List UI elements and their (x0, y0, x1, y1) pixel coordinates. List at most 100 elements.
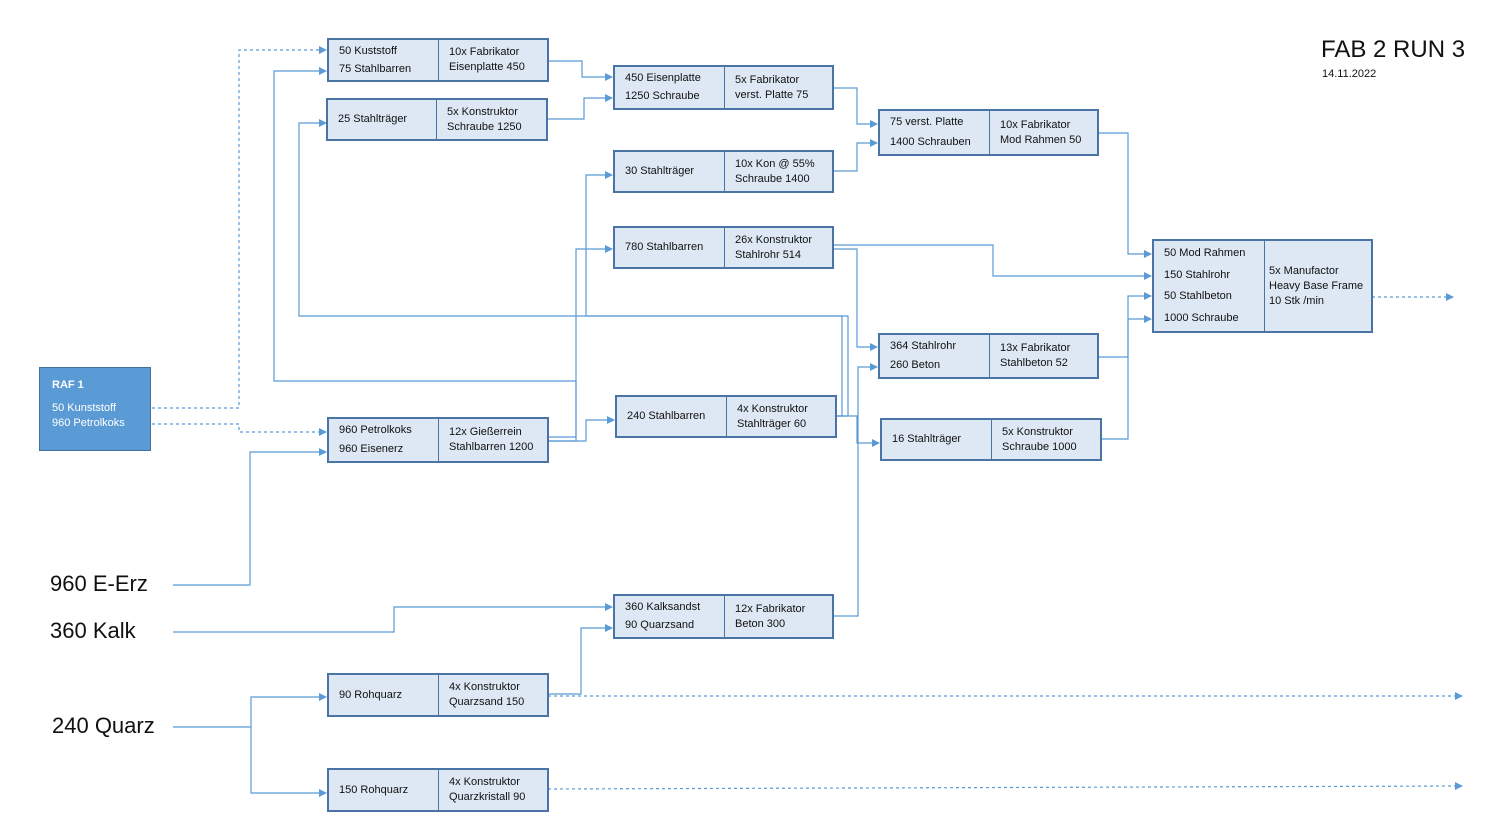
input-label: 90 Rohquarz (339, 688, 402, 701)
node-inputs: 50 Kuststoff 75 Stahlbarren (329, 40, 439, 80)
node-process: 4x Konstruktor Stahlträger 60 (727, 397, 814, 436)
process-label: Eisenplatte 450 (449, 61, 525, 73)
wire-quarz-to-quarzsand (173, 693, 327, 728)
wire-eisenplatte-out (548, 60, 613, 81)
process-label: Schraube 1000 (1002, 440, 1077, 453)
input-label: 1400 Schrauben (890, 135, 971, 148)
wire-stahltraeger-to-schraube1400 (585, 171, 843, 417)
wire-schraube1400-out (833, 139, 878, 172)
wire-mod-rahmen-out (1098, 132, 1152, 258)
wire-kalk-to-beton (173, 603, 613, 633)
input-label: 150 Rohquarz (339, 783, 409, 796)
process-label: 12x Fabrikator (735, 602, 806, 615)
input-label: 50 Stahlbeton (1164, 290, 1232, 303)
input-label: 1250 Schraube (625, 90, 700, 103)
wire-beton-out (833, 363, 878, 617)
node-schraube1400-konstruktor: 30 Stahlträger 10x Kon @ 55% Schraube 14… (613, 150, 834, 193)
node-inputs: 150 Rohquarz (329, 770, 439, 810)
node-giesserei: 960 Petrolkoks 960 Eisenerz 12x Gießerre… (327, 417, 549, 463)
node-quarzsand-konstruktor: 90 Rohquarz 4x Konstruktor Quarzsand 150 (327, 673, 549, 717)
source-kalk: 360 Kalk (50, 618, 136, 643)
node-inputs: 360 Kalksandst 90 Quarzsand (615, 596, 725, 637)
process-label: Heavy Base Frame (1269, 279, 1364, 292)
input-label: 75 verst. Platte (890, 116, 964, 129)
node-inputs: 240 Stahlbarren (617, 397, 727, 436)
node-process: 10x Fabrikator Mod Rahmen 50 (990, 111, 1087, 154)
node-schraube1250-konstruktor: 25 Stahlträger 5x Konstruktor Schraube 1… (326, 98, 548, 141)
process-label: Schraube 1250 (447, 120, 522, 133)
node-inputs: 780 Stahlbarren (615, 228, 725, 267)
input-label: 450 Eisenplatte (625, 71, 701, 84)
process-label: 4x Konstruktor (449, 681, 520, 693)
process-label: 5x Konstruktor (447, 105, 518, 118)
node-beton-fabrikator: 360 Kalksandst 90 Quarzsand 12x Fabrikat… (613, 594, 834, 639)
input-label: 16 Stahlträger (892, 433, 962, 445)
input-label: 30 Stahlträger (625, 165, 695, 177)
raf-item: 50 Kunststoff (52, 402, 117, 414)
input-label: 364 Stahlrohr (890, 340, 957, 352)
process-label: 26x Konstruktor (735, 233, 813, 246)
process-label: Stahlbarren 1200 (449, 441, 534, 453)
input-label: 240 Stahlbarren (627, 410, 706, 422)
process-label: Schraube 1400 (735, 172, 810, 185)
node-schraube1000-konstruktor: 16 Stahlträger 5x Konstruktor Schraube 1… (880, 418, 1102, 461)
input-label: 50 Mod Rahmen (1164, 247, 1246, 260)
wire-stahlbarren-to-stahlrohr (548, 245, 613, 442)
process-label: 12x Gießerrein (449, 426, 522, 438)
node-verst-platte-fabrikator: 450 Eisenplatte 1250 Schraube 5x Fabrika… (613, 65, 834, 110)
input-label: 150 Stahlrohr (1164, 268, 1231, 281)
node-stahlbeton-fabrikator: 364 Stahlrohr 260 Beton 13x Fabrikator S… (878, 333, 1099, 379)
process-label: 5x Fabrikator (735, 73, 800, 86)
input-label: 260 Beton (890, 359, 941, 371)
node-process: 5x Konstruktor Schraube 1250 (437, 100, 528, 139)
node-process: 26x Konstruktor Stahlrohr 514 (725, 228, 818, 267)
node-mod-rahmen-fabrikator: 75 verst. Platte 1400 Schrauben 10x Fabr… (878, 109, 1099, 156)
node-inputs: 960 Petrolkoks 960 Eisenerz (329, 419, 439, 461)
process-label: Stahlrohr 514 (735, 248, 802, 261)
node-process: 12x Gießerrein Stahlbarren 1200 (439, 419, 539, 461)
node-process: 4x Konstruktor Quarzkristall 90 (439, 770, 531, 810)
raf-source-box: RAF 1 50 Kunststoff 960 Petrolkoks (39, 367, 151, 451)
node-inputs: 50 Mod Rahmen 150 Stahlrohr 50 Stahlbeto… (1154, 241, 1265, 331)
wire-erz-to-giesserei (173, 448, 327, 586)
wire-raf-petrolkoks (152, 423, 327, 436)
node-process: 10x Kon @ 55% Schraube 1400 (725, 152, 821, 191)
node-inputs: 25 Stahlträger (328, 100, 437, 139)
node-stahlrohr-konstruktor: 780 Stahlbarren 26x Konstruktor Stahlroh… (613, 226, 834, 269)
source-erz: 960 E-Erz (50, 571, 148, 596)
raf-item: 960 Petrolkoks (52, 417, 125, 429)
wire-stahltraeger-to-schraube1000 (836, 415, 880, 447)
node-process: 10x Fabrikator Eisenplatte 450 (439, 40, 531, 80)
wire-stahlbarren-to-eisenplatte (273, 67, 577, 438)
input-label: 960 Eisenerz (339, 443, 404, 455)
source-quarz: 240 Quarz (52, 713, 155, 738)
wire-stahlrohr-to-stahlbeton (833, 248, 878, 351)
page-date: 14.11.2022 (1322, 68, 1377, 80)
wire-stahlbarren-to-stahltraeger (548, 416, 615, 442)
process-label: 10x Fabrikator (1000, 118, 1071, 131)
node-eisenplatte-fabrikator: 50 Kuststoff 75 Stahlbarren 10x Fabrikat… (327, 38, 549, 82)
input-label: 75 Stahlbarren (339, 62, 412, 75)
input-label: 1000 Schraube (1164, 311, 1239, 324)
node-inputs: 364 Stahlrohr 260 Beton (880, 335, 990, 377)
page-title: FAB 2 RUN 3 (1321, 36, 1466, 63)
process-label: 4x Konstruktor (737, 402, 808, 415)
process-label: Stahlbeton 52 (1000, 357, 1068, 369)
node-stahltraeger-konstruktor: 240 Stahlbarren 4x Konstruktor Stahlträg… (615, 395, 837, 438)
wire-raf-kunststoff (152, 46, 327, 409)
process-label: 10x Kon @ 55% (735, 157, 815, 170)
input-label: 25 Stahlträger (338, 113, 408, 125)
process-label: 5x Manufactor (1269, 264, 1339, 277)
node-process: 5x Manufactor Heavy Base Frame 10 Stk /m… (1265, 241, 1369, 331)
node-inputs: 90 Rohquarz (329, 675, 439, 715)
node-process: 5x Fabrikator verst. Platte 75 (725, 67, 814, 108)
node-process: 4x Konstruktor Quarzsand 150 (439, 675, 530, 715)
process-label: Mod Rahmen 50 (1000, 133, 1082, 146)
process-label: 4x Konstruktor (449, 776, 520, 788)
input-label: 360 Kalksandst (625, 600, 701, 613)
wire-stahlrohr-to-manufactor (833, 244, 1152, 280)
node-process: 12x Fabrikator Beton 300 (725, 596, 811, 637)
wire-verst-platte-out (833, 87, 878, 128)
wire-quarzsand-to-beton (548, 624, 613, 695)
